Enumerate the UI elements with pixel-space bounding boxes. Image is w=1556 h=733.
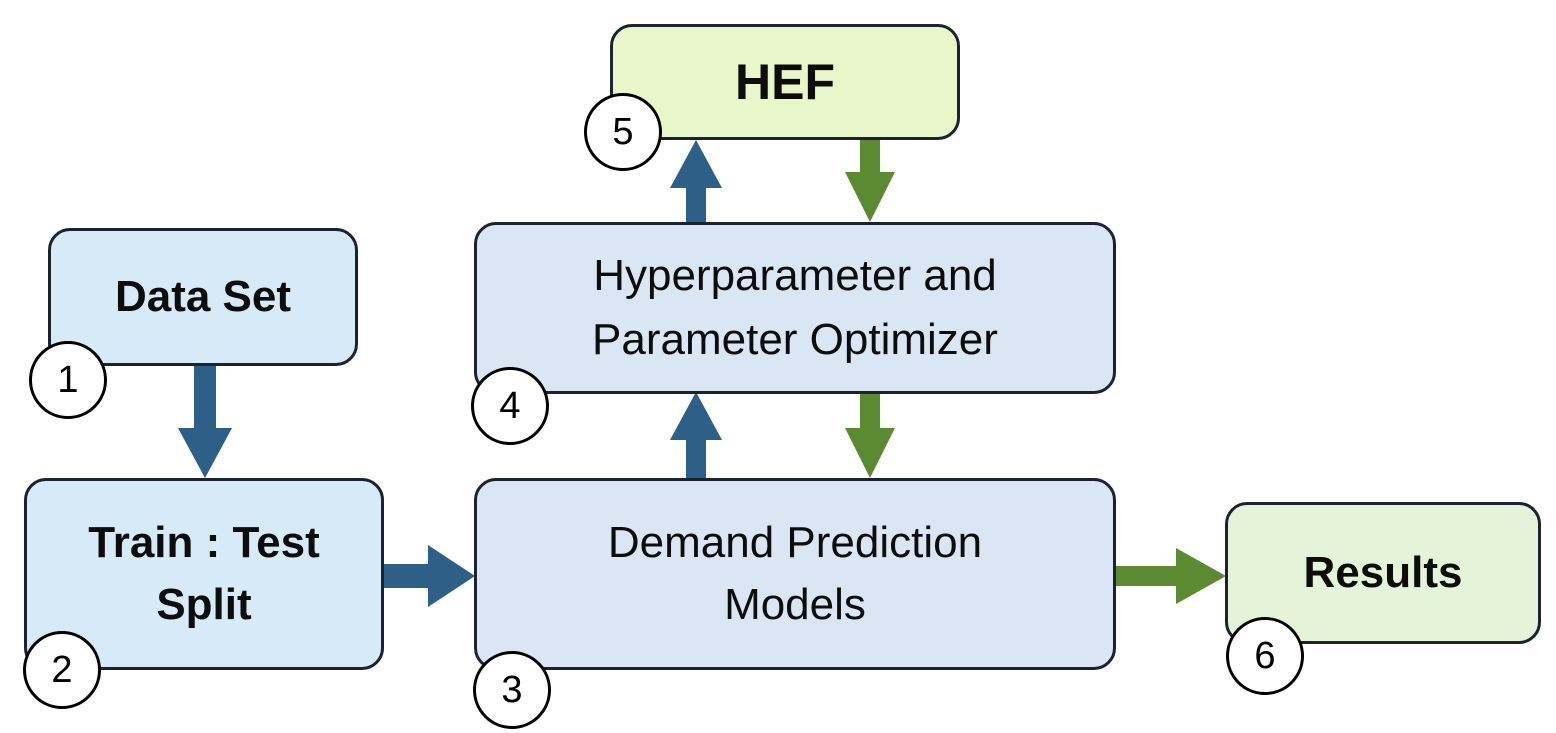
arrow-optimizer-to-hef (670, 140, 722, 223)
step-badge-1: 1 (29, 341, 107, 419)
node-demand-prediction-models-label: Demand Prediction Models (607, 518, 983, 629)
node-demand-prediction-models: Demand Prediction Models (474, 478, 1116, 670)
step-badge-5: 5 (584, 93, 662, 171)
arrow-split-to-models (384, 545, 475, 607)
node-results-label: Results (1303, 548, 1463, 597)
arrow-models-to-optimizer (670, 392, 722, 480)
arrow-models-to-results (1116, 548, 1226, 604)
node-train-test-split-label: Train : Test Split (88, 518, 320, 629)
arrow-dataset-to-split (178, 365, 232, 478)
step-badge-6: 6 (1226, 617, 1304, 695)
step-badge-2: 2 (23, 631, 101, 709)
node-data-set: Data Set (48, 228, 358, 366)
step-badge-3: 3 (473, 651, 551, 729)
node-optimizer-label: Hyperparameter and Parameter Optimizer (592, 251, 998, 364)
arrow-optimizer-to-models (845, 393, 895, 478)
step-badge-4: 4 (471, 367, 549, 445)
node-hef: HEF (610, 24, 960, 140)
node-optimizer: Hyperparameter and Parameter Optimizer (474, 222, 1116, 394)
node-hef-label: HEF (735, 54, 835, 110)
node-data-set-label: Data Set (114, 272, 292, 321)
arrow-hef-to-optimizer (845, 139, 895, 222)
